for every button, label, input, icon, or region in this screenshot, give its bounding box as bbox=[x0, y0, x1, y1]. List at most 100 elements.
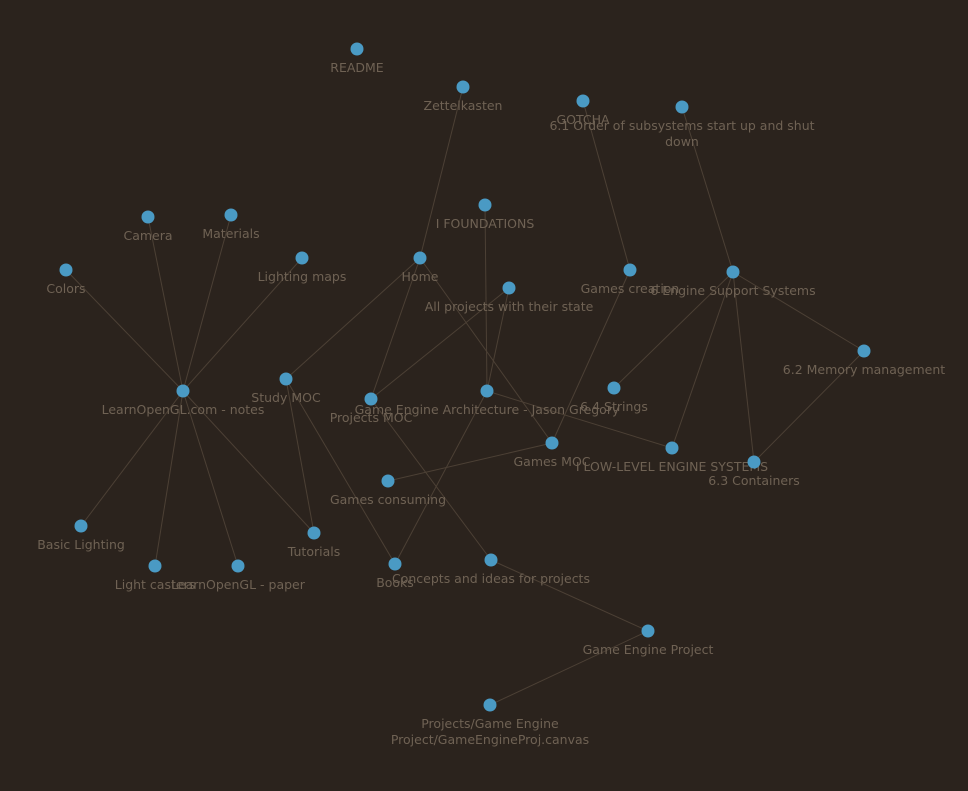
graph-node-dot[interactable] bbox=[231, 559, 245, 573]
graph-node-label[interactable]: 6.2 Memory management bbox=[783, 362, 945, 377]
graph-node-gea[interactable]: Game Engine Architecture - Jason Gregory bbox=[355, 384, 620, 418]
graph-node-dot[interactable] bbox=[176, 384, 190, 398]
graph-node-dot[interactable] bbox=[675, 100, 689, 114]
graph-node-game-engine-project[interactable]: Game Engine Project bbox=[583, 624, 714, 658]
graph-node-dot[interactable] bbox=[295, 251, 309, 265]
graph-edge-games-consuming-games-moc bbox=[387, 442, 553, 482]
graph-node-dot[interactable] bbox=[726, 265, 740, 279]
graph-node-books[interactable]: Books bbox=[376, 557, 414, 591]
graph-node-dot[interactable] bbox=[456, 80, 470, 94]
graph-node-dot[interactable] bbox=[857, 344, 871, 358]
graph-node-label[interactable]: Materials bbox=[202, 226, 259, 241]
graph-node-label[interactable]: Zettelkasten bbox=[424, 98, 503, 113]
graph-node-label[interactable]: Game Engine Architecture - Jason Gregory bbox=[355, 402, 620, 417]
graph-node-home[interactable]: Home bbox=[402, 251, 439, 285]
graph-node-dot[interactable] bbox=[747, 455, 761, 469]
graph-node-label[interactable]: Colors bbox=[46, 281, 85, 296]
graph-node-concepts[interactable]: Concepts and ideas for projects bbox=[392, 553, 590, 587]
graph-node-dot[interactable] bbox=[59, 263, 73, 277]
graph-node-readme[interactable]: README bbox=[330, 42, 384, 76]
graph-node-dot[interactable] bbox=[381, 474, 395, 488]
graph-node-dot[interactable] bbox=[307, 526, 321, 540]
graph-node-label[interactable]: Games consuming bbox=[330, 492, 446, 507]
graph-node-study-moc[interactable]: Study MOC bbox=[251, 372, 321, 406]
graph-node-dot[interactable] bbox=[148, 559, 162, 573]
graph-node-memory-management[interactable]: 6.2 Memory management bbox=[783, 344, 945, 378]
graph-node-dot[interactable] bbox=[364, 392, 378, 406]
graph-node-label[interactable]: Tutorials bbox=[287, 544, 340, 559]
graph-node-label[interactable]: Projects MOC bbox=[330, 410, 413, 425]
graph-node-gotcha[interactable]: GOTCHA bbox=[556, 94, 610, 128]
graph-node-label[interactable]: Games MOC bbox=[513, 454, 590, 469]
graph-node-materials[interactable]: Materials bbox=[202, 208, 260, 242]
graph-node-label[interactable]: 6.3 Containers bbox=[708, 473, 799, 488]
graph-node-dot[interactable] bbox=[641, 624, 655, 638]
graph-node-projects-moc[interactable]: Projects MOC bbox=[330, 392, 413, 426]
graph-node-basic-lighting[interactable]: Basic Lighting bbox=[37, 519, 125, 553]
graph-node-zettelkasten[interactable]: Zettelkasten bbox=[424, 80, 503, 114]
graph-node-label[interactable]: 6 Engine Support Systems bbox=[650, 283, 815, 298]
graph-node-label[interactable]: LearnOpenGL.com - notes bbox=[102, 402, 265, 417]
graph-node-label[interactable]: Light casters bbox=[115, 577, 195, 592]
graph-node-camera[interactable]: Camera bbox=[123, 210, 173, 244]
graph-node-label[interactable]: I FOUNDATIONS bbox=[436, 216, 535, 231]
graph-node-containers[interactable]: 6.3 Containers bbox=[708, 455, 800, 489]
graph-node-dot[interactable] bbox=[74, 519, 88, 533]
graph-node-dot[interactable] bbox=[607, 381, 621, 395]
graph-node-dot[interactable] bbox=[623, 263, 637, 277]
graph-node-label[interactable]: Books bbox=[376, 575, 414, 590]
graph-node-all-projects[interactable]: All projects with their state bbox=[425, 281, 594, 315]
graph-node-lighting-maps[interactable]: Lighting maps bbox=[258, 251, 347, 285]
graph-edge-game-engine-project-canvas bbox=[489, 630, 649, 706]
graph-node-strings[interactable]: 6.4 Strings bbox=[580, 381, 648, 415]
graph-node-dot[interactable] bbox=[141, 210, 155, 224]
graph-node-label[interactable]: GOTCHA bbox=[556, 112, 610, 127]
graph-node-label[interactable]: Games creation bbox=[581, 281, 680, 296]
graph-node-label[interactable]: 6.1 Order of subsystems start up and shu… bbox=[549, 118, 814, 149]
graph-node-label[interactable]: Camera bbox=[123, 228, 172, 243]
graph-node-label[interactable]: LearnOpenGL - paper bbox=[171, 577, 306, 592]
graph-node-dot[interactable] bbox=[413, 251, 427, 265]
graph-node-label[interactable]: I LOW-LEVEL ENGINE SYSTEMS bbox=[576, 459, 768, 474]
graph-node-order-subsystems[interactable]: 6.1 Order of subsystems start up and shu… bbox=[549, 100, 815, 150]
graph-node-label[interactable]: Study MOC bbox=[251, 390, 321, 405]
graph-node-dot[interactable] bbox=[350, 42, 364, 56]
graph-node-dot[interactable] bbox=[502, 281, 516, 295]
graph-node-label[interactable]: Home bbox=[402, 269, 439, 284]
graph-node-light-casters[interactable]: Light casters bbox=[115, 559, 195, 593]
graph-node-dot[interactable] bbox=[388, 557, 402, 571]
graph-node-learnopengl-notes[interactable]: LearnOpenGL.com - notes bbox=[102, 384, 265, 418]
graph-node-games-consuming[interactable]: Games consuming bbox=[330, 474, 446, 508]
graph-edge-learnopengl-notes-camera bbox=[147, 216, 184, 392]
graph-edge-foundations-gea bbox=[484, 204, 488, 392]
graph-node-label[interactable]: README bbox=[330, 60, 384, 75]
graph-node-tutorials[interactable]: Tutorials bbox=[287, 526, 340, 560]
graph-node-foundations[interactable]: I FOUNDATIONS bbox=[436, 198, 535, 232]
graph-edge-engine-support-memory-management bbox=[732, 271, 865, 352]
graph-node-label[interactable]: Game Engine Project bbox=[583, 642, 714, 657]
graph-node-label[interactable]: 6.4 Strings bbox=[580, 399, 648, 414]
graph-node-dot[interactable] bbox=[480, 384, 494, 398]
graph-node-dot[interactable] bbox=[224, 208, 238, 222]
graph-node-dot[interactable] bbox=[576, 94, 590, 108]
graph-node-low-level[interactable]: I LOW-LEVEL ENGINE SYSTEMS bbox=[576, 441, 768, 475]
graph-node-label[interactable]: All projects with their state bbox=[425, 299, 594, 314]
graph-node-dot[interactable] bbox=[665, 441, 679, 455]
graph-node-engine-support[interactable]: 6 Engine Support Systems bbox=[650, 265, 816, 299]
graph-node-dot[interactable] bbox=[478, 198, 492, 212]
graph-node-dot[interactable] bbox=[545, 436, 559, 450]
graph-node-dot[interactable] bbox=[484, 553, 498, 567]
graph-node-label[interactable]: Basic Lighting bbox=[37, 537, 125, 552]
graph-node-colors[interactable]: Colors bbox=[46, 263, 86, 297]
graph-node-games-creation[interactable]: Games creation bbox=[581, 263, 680, 297]
graph-node-dot[interactable] bbox=[279, 372, 293, 386]
graph-node-label[interactable]: Concepts and ideas for projects bbox=[392, 571, 590, 586]
graph-node-games-moc[interactable]: Games MOC bbox=[513, 436, 591, 470]
graph-node-dot[interactable] bbox=[483, 698, 497, 712]
graph-node-label[interactable]: Lighting maps bbox=[258, 269, 347, 284]
graph-node-learnopengl-paper[interactable]: LearnOpenGL - paper bbox=[171, 559, 306, 593]
graph-edge-engine-support-low-level bbox=[671, 271, 734, 449]
